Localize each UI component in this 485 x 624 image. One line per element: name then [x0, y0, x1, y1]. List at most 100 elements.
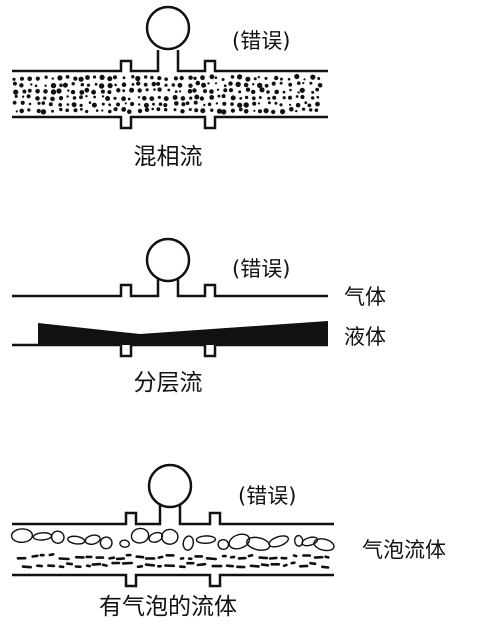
particle: [101, 102, 105, 106]
particle: [187, 89, 193, 94]
particle: [50, 82, 57, 89]
particle: [91, 89, 96, 95]
sensor-gauge-icon: [147, 463, 193, 509]
particle: [12, 100, 17, 105]
particle: [215, 102, 219, 105]
particle: [71, 82, 75, 86]
particle: [22, 89, 27, 94]
particle: [257, 82, 263, 89]
particle: [210, 108, 214, 112]
streak: [225, 564, 235, 568]
particle: [237, 102, 243, 108]
particle: [107, 83, 113, 89]
particle: [214, 76, 218, 79]
bubble: [301, 536, 319, 547]
particle: [193, 100, 198, 105]
particle: [289, 106, 294, 112]
particle: [59, 83, 63, 88]
particle: [20, 100, 25, 105]
particle: [266, 90, 270, 94]
particle: [185, 101, 190, 105]
bubble: [293, 534, 304, 547]
particle: [108, 109, 112, 114]
particle: [189, 96, 193, 100]
caption-stratified: 分层流: [134, 370, 203, 396]
particle: [151, 81, 157, 87]
particle: [200, 108, 206, 114]
particle: [314, 108, 319, 112]
particle: [137, 88, 142, 93]
particle: [302, 81, 305, 85]
sensor-gauge-icon: [145, 5, 191, 51]
particle: [264, 83, 269, 88]
particle: [70, 89, 76, 95]
particle: [131, 83, 135, 86]
particle: [174, 90, 178, 93]
particle: [173, 108, 177, 112]
particle: [299, 87, 305, 93]
streak: [21, 565, 33, 569]
particle: [116, 88, 121, 93]
particle: [302, 107, 306, 111]
particle: [200, 75, 205, 81]
particle: [274, 75, 279, 81]
particle: [272, 95, 277, 100]
particle: [289, 103, 292, 106]
streak: [320, 565, 330, 569]
streak: [144, 563, 156, 567]
particle: [51, 77, 54, 80]
particle: [19, 108, 25, 114]
particle: [315, 87, 320, 92]
particle: [156, 81, 161, 86]
particle: [171, 83, 176, 87]
particle: [43, 96, 47, 100]
particle: [311, 90, 315, 94]
particle: [113, 75, 117, 80]
particle: [188, 108, 192, 111]
particle: [163, 96, 169, 102]
particle: [203, 89, 207, 94]
particle: [151, 107, 154, 111]
particle: [40, 109, 47, 115]
particle: [94, 82, 98, 86]
particle: [174, 101, 179, 106]
particle: [230, 75, 235, 79]
particle: [108, 103, 112, 107]
particle: [223, 84, 227, 88]
bubble: [161, 528, 179, 545]
bubble: [130, 527, 150, 544]
particle: [85, 95, 88, 98]
particle: [113, 107, 118, 112]
particle: [12, 77, 16, 81]
particle: [26, 94, 31, 99]
particle: [274, 101, 278, 105]
bubble: [313, 538, 335, 552]
particle: [179, 75, 184, 81]
particle: [58, 96, 64, 101]
particle: [35, 76, 40, 81]
diagram-stratified-flow: (错误) 气体 液体 分层流: [12, 237, 386, 396]
diagram-mixed-flow: (错误) 混相流: [12, 5, 328, 170]
diagram-bubbly-flow: (错误) 气泡流体 有气泡的流体: [10, 463, 446, 620]
particle: [230, 95, 236, 101]
particle: [304, 101, 308, 105]
particle: [58, 103, 63, 107]
particle: [137, 96, 141, 99]
particle: [192, 88, 197, 93]
particle: [66, 103, 70, 106]
particle: [294, 73, 300, 80]
particle: [122, 89, 126, 93]
bubble: [246, 536, 271, 551]
particle: [35, 88, 40, 94]
particle: [279, 103, 283, 107]
particle: [221, 78, 225, 81]
particle: [172, 95, 178, 100]
particle: [310, 74, 316, 80]
particle: [15, 110, 18, 113]
bubble: [268, 535, 290, 548]
particle: [194, 94, 200, 100]
particle: [107, 76, 113, 82]
particle: [315, 101, 320, 107]
particle: [316, 95, 320, 99]
particle: [127, 109, 132, 114]
